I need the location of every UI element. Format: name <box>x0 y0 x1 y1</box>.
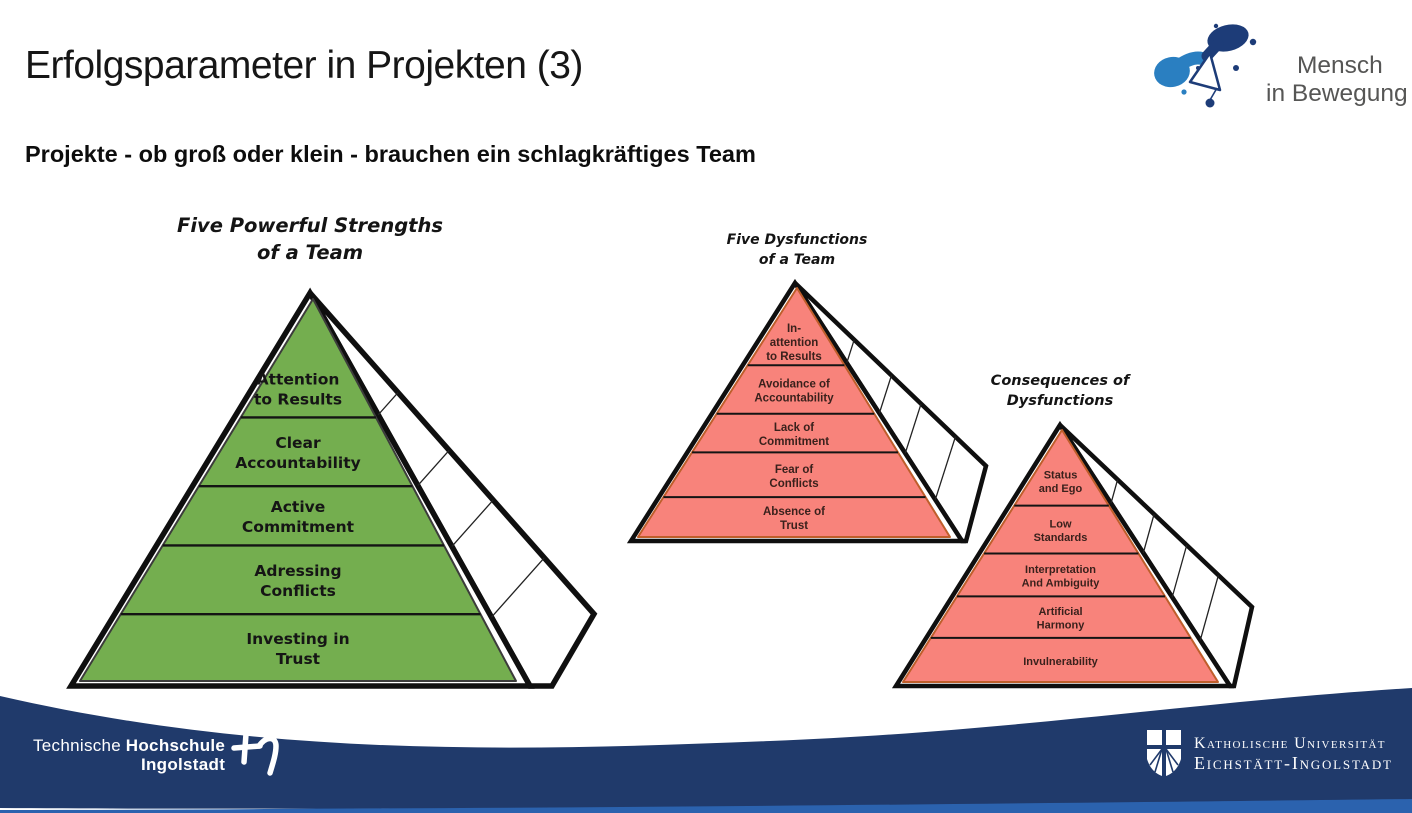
pyramid-hatch-line <box>1171 544 1188 598</box>
ku-line2: Eichstätt-Ingolstadt <box>1194 753 1393 773</box>
thi-word-technische: Technische <box>33 736 122 755</box>
thi-word-hochschule: Hochschule <box>125 736 226 755</box>
pyramid-hatch-line <box>846 339 855 364</box>
thi-word-ingolstadt: Ingolstadt <box>140 755 226 774</box>
footer-light-band <box>0 792 1412 813</box>
mib-logo-line2: in Bewegung <box>1266 80 1408 107</box>
pyramid-hatch-line <box>878 375 893 414</box>
pyramid-face <box>902 429 1219 683</box>
pyramid-hatch-line <box>451 499 494 547</box>
footer-wave <box>0 688 1412 813</box>
mib-logo-text: Mensch in Bewegung <box>1266 52 1408 108</box>
pyramid-hatch-line <box>934 436 957 500</box>
pyramid-hatch-line <box>377 392 399 416</box>
pyramid-title-consequences: Consequences of Dysfunctions <box>990 373 1130 409</box>
pyramid-face <box>637 287 951 538</box>
ku-line1: Katholische Universität <box>1194 735 1386 752</box>
pyramid-hatch-line <box>417 449 450 487</box>
pyramid-level-label: Invulnerability <box>1023 656 1098 668</box>
ku-logo: Katholische Universität Eichstätt-Ingols… <box>1146 729 1393 779</box>
pyramid-hatch-line <box>1142 514 1155 554</box>
footer-navy-wave <box>0 688 1412 809</box>
pyramid-title-dysfunctions: Five Dysfunctions of a Team <box>726 232 868 268</box>
pyramid-title-strengths: Five Powerful Strengths of a Team <box>177 214 443 264</box>
pyramid-face <box>79 298 517 682</box>
mib-logo-line1: Mensch <box>1297 52 1383 79</box>
page-subtitle: Projekte - ob groß oder klein - brauchen… <box>25 141 756 167</box>
page-title: Erfolgsparameter in Projekten (3) <box>25 44 583 87</box>
thi-logo-text: Technische Hochschule Ingolstadt <box>33 736 225 774</box>
pyramid-hatch-line <box>904 403 922 454</box>
ku-logo-text: Katholische Universität Eichstätt-Ingols… <box>1194 735 1393 774</box>
mib-logo: Mensch in Bewegung <box>1140 8 1408 126</box>
pyramid-hatch-line <box>1110 479 1119 504</box>
thi-logo-icon <box>231 731 284 776</box>
pyramid-hatch-line <box>491 557 545 618</box>
mib-logo-icon <box>1154 23 1257 108</box>
pyramid-hatch-line <box>1199 574 1220 641</box>
ku-shield-icon <box>1147 730 1181 776</box>
